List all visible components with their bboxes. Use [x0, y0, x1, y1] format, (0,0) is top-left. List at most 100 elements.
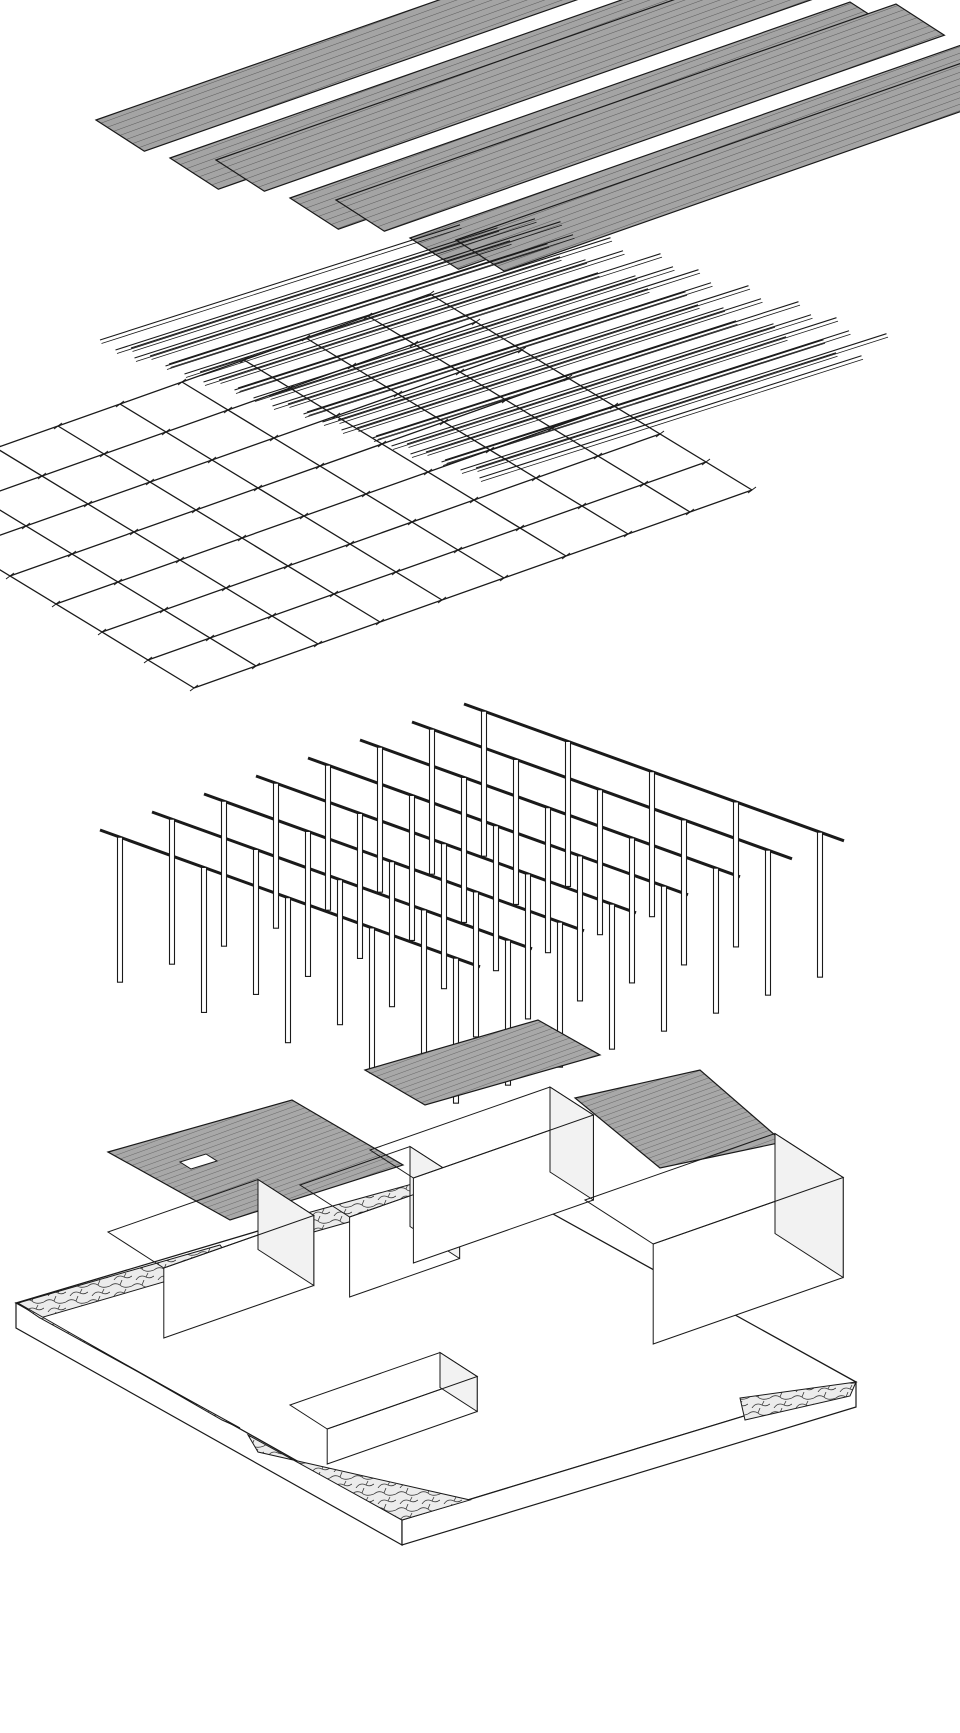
purlin-edge	[480, 358, 864, 482]
frame-post	[420, 909, 428, 1056]
lattice-member	[193, 489, 753, 689]
purlin	[306, 282, 712, 413]
frame-post	[628, 837, 636, 984]
lattice-member	[101, 433, 661, 633]
purlin	[203, 259, 586, 383]
purlin-edge	[273, 272, 701, 410]
ceiling-panel-layer	[106, 1019, 785, 1221]
purlin	[303, 291, 686, 415]
frame-post	[220, 800, 228, 947]
purlin	[356, 298, 762, 429]
lattice-node	[499, 574, 509, 582]
lattice-node	[207, 456, 217, 464]
lattice-node	[471, 318, 481, 326]
lattice-member	[0, 349, 523, 536]
lattice-node	[191, 506, 201, 514]
lattice-node	[113, 578, 123, 586]
purlin	[479, 355, 862, 479]
slab-edge-right	[401, 1381, 857, 1546]
roof-panel	[214, 0, 813, 192]
lattice-node	[501, 396, 511, 404]
lattice-member	[0, 569, 195, 689]
lattice-node	[283, 562, 293, 570]
lattice-node	[455, 368, 465, 376]
lattice-node	[393, 390, 403, 398]
frame-post	[648, 771, 656, 918]
lattice-member	[367, 315, 691, 513]
lattice-node	[313, 640, 323, 648]
purlin	[218, 250, 624, 381]
purlin-edge	[166, 246, 550, 370]
lattice-node	[655, 430, 665, 438]
lattice-node	[315, 462, 325, 470]
lattice-node	[161, 428, 171, 436]
frame-post	[168, 818, 176, 965]
lattice-node	[145, 478, 155, 486]
purlin-edge	[170, 237, 575, 368]
lattice-node	[329, 590, 339, 598]
lattice-member	[57, 425, 381, 623]
lattice-node	[623, 530, 633, 538]
lattice-node	[21, 522, 31, 530]
frame-post	[284, 897, 292, 1044]
frame-post	[408, 794, 416, 941]
lattice-node	[547, 424, 557, 432]
stone-wall	[739, 1381, 857, 1421]
purlin-edge	[461, 336, 889, 474]
lattice-node	[223, 406, 233, 414]
frame-post	[576, 855, 584, 1002]
diagonal-lattice-layer	[0, 290, 757, 692]
frame-post	[116, 836, 124, 983]
purlin-edge	[289, 291, 650, 408]
lattice-node	[531, 474, 541, 482]
purlin-edge	[220, 253, 625, 384]
lattice-node	[515, 524, 525, 532]
frame-post	[356, 812, 364, 959]
lattice-node	[253, 484, 263, 492]
lattice-node	[485, 446, 495, 454]
lattice-member	[147, 461, 707, 661]
roof-panel	[94, 0, 579, 152]
lattice-node	[299, 512, 309, 520]
lattice-node	[453, 546, 463, 554]
frame-post	[452, 957, 460, 1104]
lattice-node	[407, 518, 417, 526]
purlin-edge	[204, 262, 588, 386]
stone-wall	[17, 1302, 241, 1429]
purlin	[134, 221, 561, 359]
purlin	[460, 333, 887, 471]
roof-panel	[454, 62, 960, 272]
purlin-edge	[308, 285, 713, 416]
purlin	[272, 269, 699, 407]
frame-post	[304, 830, 312, 977]
lattice-node	[143, 656, 153, 664]
purlin-edge	[477, 355, 838, 472]
frame-post	[388, 861, 396, 1008]
lattice-node	[205, 634, 215, 642]
frame-post	[492, 825, 500, 972]
lattice-member	[0, 321, 477, 492]
lattice-node	[267, 612, 277, 620]
roof-panel	[334, 3, 946, 232]
purlin-edge	[270, 269, 675, 400]
purlin	[425, 336, 787, 453]
lattice-node	[563, 374, 573, 382]
lattice-member	[9, 377, 569, 577]
purlin-edge	[342, 310, 726, 434]
frame-post	[472, 891, 480, 1038]
ceiling-panel	[363, 1019, 602, 1106]
lattice-node	[129, 528, 139, 536]
frame-post	[336, 879, 344, 1026]
frame-post	[764, 849, 772, 996]
purlin	[268, 266, 674, 397]
purlin	[475, 352, 837, 469]
purlin-edge	[116, 230, 500, 354]
lattice-node	[517, 346, 527, 354]
lattice-node	[425, 290, 435, 298]
room-west-top	[106, 1178, 315, 1269]
lattice-member	[181, 381, 505, 579]
lattice-node	[37, 472, 47, 480]
purlin	[165, 243, 548, 367]
frame-post	[712, 867, 720, 1014]
stone-wall	[246, 1433, 472, 1521]
